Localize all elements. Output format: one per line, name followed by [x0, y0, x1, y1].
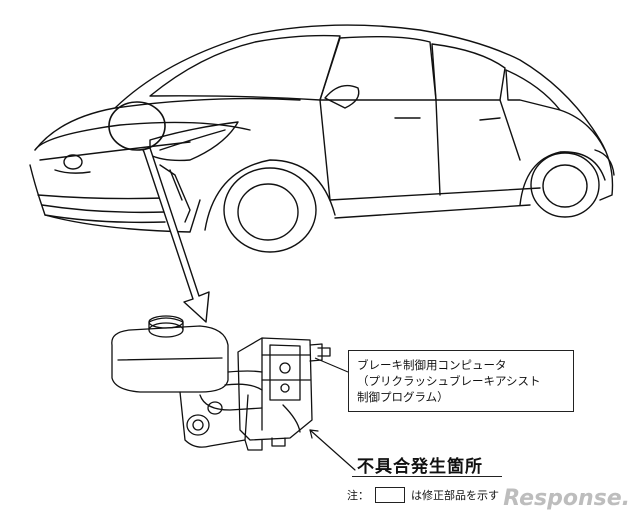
- callout-leader: [314, 357, 349, 373]
- pointer-arrow: [142, 147, 210, 323]
- callout-box: ブレーキ制御用コンピュータ （プリクラッシュブレーキアシスト 制御プログラム）: [348, 350, 574, 412]
- legend-note: 注： は修正部品を示す: [347, 487, 499, 503]
- defect-arrow: [309, 429, 356, 471]
- note-prefix: 注：: [347, 489, 369, 502]
- brake-actuator-illustration: [111, 315, 331, 451]
- defect-label-underline: [352, 476, 502, 477]
- legend-swatch: [375, 487, 405, 503]
- callout-line-3: 制御プログラム）: [357, 390, 449, 404]
- callout-line-2: （プリクラッシュブレーキアシスト: [357, 374, 541, 388]
- watermark-logo: Response.: [503, 486, 630, 511]
- note-suffix: は修正部品を示す: [411, 489, 499, 502]
- car-illustration: [29, 24, 615, 253]
- callout-line-1: ブレーキ制御用コンピュータ: [357, 358, 507, 372]
- location-circle: [108, 101, 166, 151]
- defect-location-label: 不具合発生箇所: [357, 457, 483, 477]
